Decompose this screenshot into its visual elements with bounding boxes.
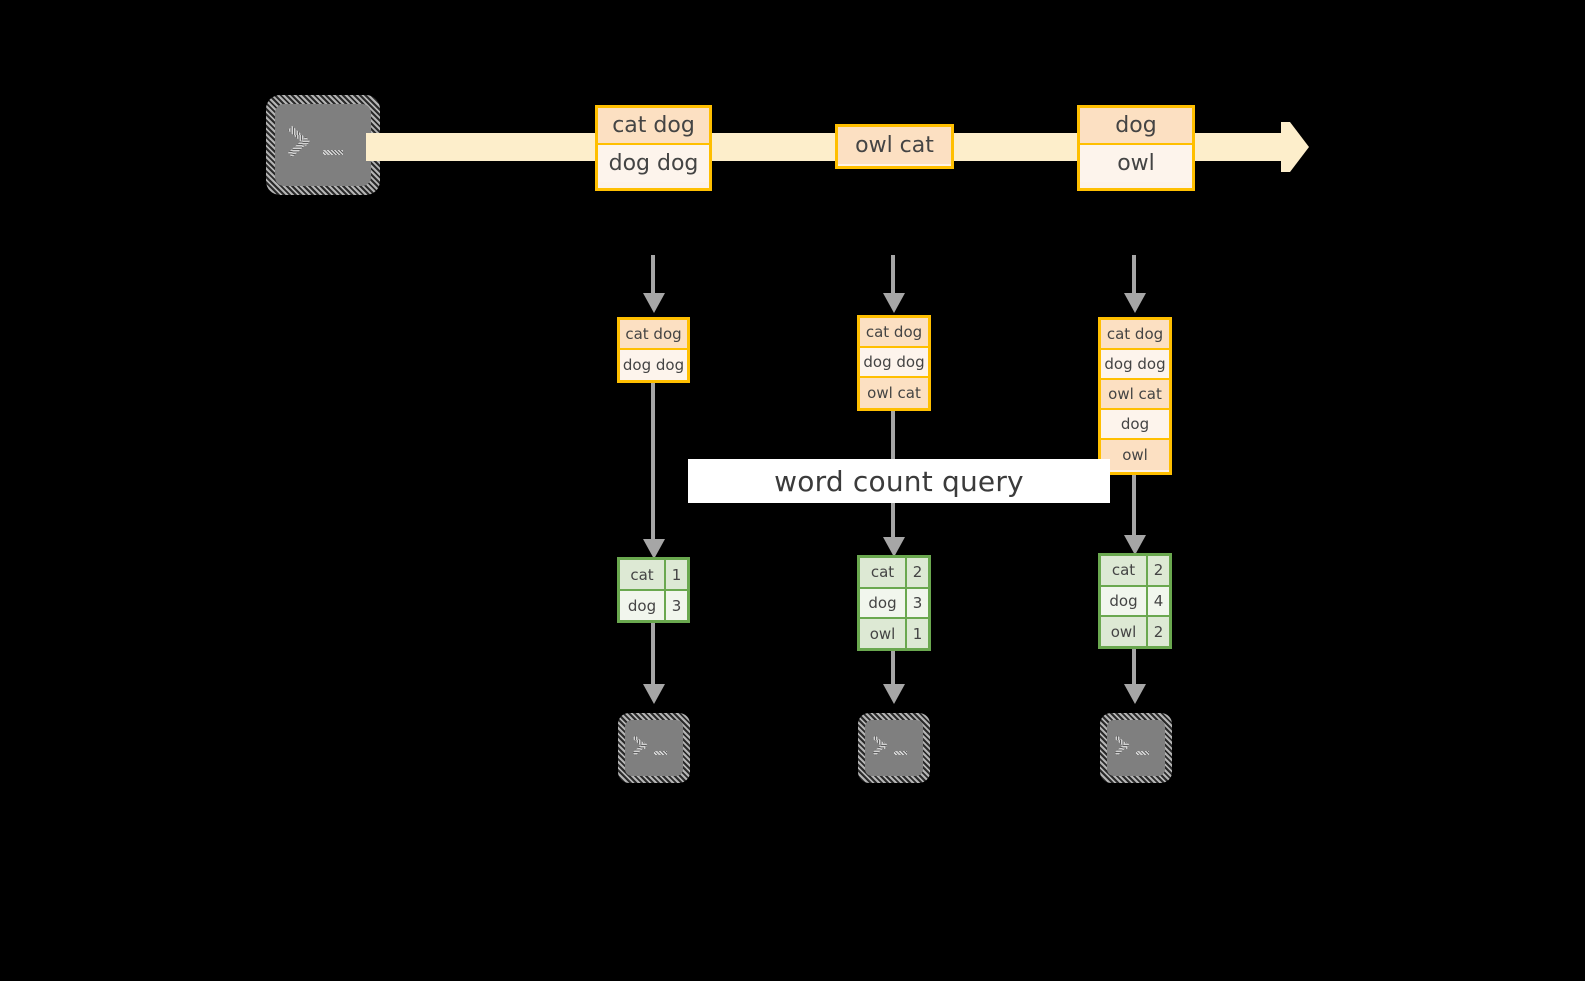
record-line: cat dog bbox=[1101, 320, 1169, 350]
snapshot-tap-arrowhead-2 bbox=[883, 293, 905, 313]
count-row: owl 1 bbox=[860, 619, 928, 649]
count-word: cat bbox=[1101, 556, 1148, 585]
record-line: cat dog bbox=[620, 320, 687, 350]
sink-flow-line-1 bbox=[651, 623, 655, 691]
record-line: owl cat bbox=[860, 378, 928, 408]
record-line: owl bbox=[1101, 440, 1169, 470]
query-flow-arrowhead-1 bbox=[643, 539, 665, 559]
snapshot-tap-line-1 bbox=[651, 255, 655, 295]
count-value: 3 bbox=[907, 588, 928, 618]
record-line: dog dog bbox=[598, 145, 709, 182]
count-row: owl 2 bbox=[1101, 617, 1169, 647]
count-value: 4 bbox=[1148, 586, 1169, 616]
stream-event-3[interactable]: dog owl bbox=[1077, 105, 1195, 191]
count-row: dog 3 bbox=[620, 591, 687, 620]
count-row: cat 2 bbox=[860, 558, 928, 589]
snapshot-input-1[interactable]: cat dog dog dog bbox=[617, 317, 690, 383]
count-value: 3 bbox=[666, 591, 687, 620]
prompt-glyph bbox=[625, 720, 683, 776]
count-row: dog 3 bbox=[860, 588, 928, 620]
sink-flow-arrowhead-2 bbox=[883, 684, 905, 704]
query-flow-arrowhead-3 bbox=[1124, 535, 1146, 555]
count-value: 1 bbox=[907, 619, 928, 649]
count-word: dog bbox=[620, 591, 666, 620]
stream-event-2[interactable]: owl cat bbox=[835, 124, 954, 169]
count-value: 2 bbox=[907, 558, 928, 587]
count-word: cat bbox=[620, 560, 666, 589]
record-line: dog dog bbox=[1101, 350, 1169, 380]
terminal-icon-sink-1 bbox=[618, 713, 690, 783]
count-word: owl bbox=[860, 619, 907, 649]
snapshot-tap-arrowhead-3 bbox=[1124, 293, 1146, 313]
query-label-band: word count query bbox=[688, 459, 1110, 503]
count-value: 1 bbox=[666, 560, 687, 589]
record-line: owl cat bbox=[838, 127, 951, 164]
count-value: 2 bbox=[1148, 556, 1169, 585]
record-line: dog dog bbox=[620, 350, 687, 380]
record-line: dog dog bbox=[860, 348, 928, 378]
record-line: owl bbox=[1080, 145, 1192, 182]
prompt-glyph bbox=[865, 720, 923, 776]
count-value: 2 bbox=[1148, 617, 1169, 647]
count-row: cat 1 bbox=[620, 560, 687, 591]
snapshot-input-2[interactable]: cat dog dog dog owl cat bbox=[857, 315, 931, 411]
terminal-screen bbox=[865, 720, 923, 776]
query-flow-line-3 bbox=[1132, 475, 1136, 545]
terminal-screen bbox=[275, 104, 371, 186]
terminal-screen bbox=[625, 720, 683, 776]
count-word: cat bbox=[860, 558, 907, 587]
record-line: dog bbox=[1080, 108, 1192, 145]
count-row: dog 4 bbox=[1101, 586, 1169, 618]
prompt-glyph bbox=[275, 104, 371, 186]
terminal-icon-sink-3 bbox=[1100, 713, 1172, 783]
count-word: dog bbox=[1101, 586, 1148, 616]
record-line: dog bbox=[1101, 410, 1169, 440]
stream-event-1[interactable]: cat dog dog dog bbox=[595, 105, 712, 191]
snapshot-result-2[interactable]: cat 2 dog 3 owl 1 bbox=[857, 555, 931, 651]
record-line: owl cat bbox=[1101, 380, 1169, 410]
snapshot-input-3[interactable]: cat dog dog dog owl cat dog owl bbox=[1098, 317, 1172, 475]
prompt-glyph bbox=[1107, 720, 1165, 776]
query-flow-line-1 bbox=[651, 383, 655, 547]
record-line: cat dog bbox=[598, 108, 709, 145]
terminal-screen bbox=[1107, 720, 1165, 776]
snapshot-result-3[interactable]: cat 2 dog 4 owl 2 bbox=[1098, 553, 1172, 649]
count-word: dog bbox=[860, 588, 907, 618]
snapshot-tap-line-3 bbox=[1132, 255, 1136, 295]
terminal-icon-source bbox=[266, 95, 380, 195]
sink-flow-arrowhead-1 bbox=[643, 684, 665, 704]
snapshot-result-1[interactable]: cat 1 dog 3 bbox=[617, 557, 690, 623]
sink-flow-line-2 bbox=[891, 651, 895, 691]
stream-arrow-head bbox=[1290, 122, 1309, 172]
sink-flow-arrowhead-3 bbox=[1124, 684, 1146, 704]
record-line: cat dog bbox=[860, 318, 928, 348]
count-row: cat 2 bbox=[1101, 556, 1169, 587]
sink-flow-line-3 bbox=[1132, 649, 1136, 691]
terminal-icon-sink-2 bbox=[858, 713, 930, 783]
snapshot-tap-arrowhead-1 bbox=[643, 293, 665, 313]
query-label-text: word count query bbox=[774, 464, 1024, 498]
query-flow-arrowhead-2 bbox=[883, 537, 905, 557]
snapshot-tap-line-2 bbox=[891, 255, 895, 295]
count-word: owl bbox=[1101, 617, 1148, 647]
stream-arrow-head-base bbox=[1281, 122, 1290, 172]
